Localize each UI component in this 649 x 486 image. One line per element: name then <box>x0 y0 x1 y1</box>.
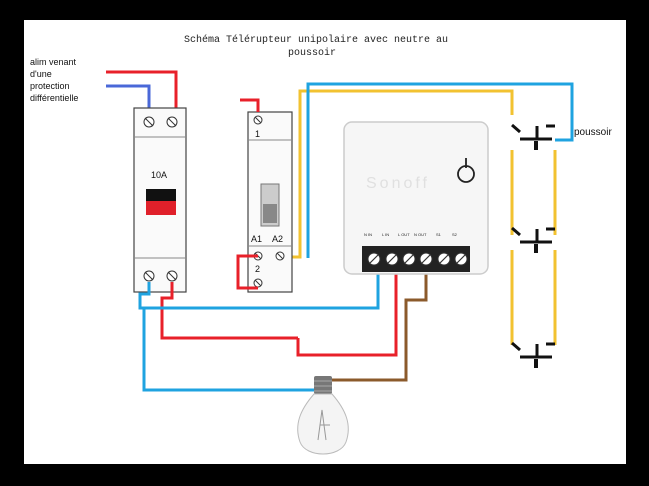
pushbutton-circuit <box>285 89 557 345</box>
pushbutton-label: poussoir <box>574 127 612 138</box>
supply-label-line1: alim venant <box>30 57 77 67</box>
pushbutton-feed-wire <box>285 89 514 259</box>
impulse-relay: 1 A1 A2 2 <box>247 111 293 293</box>
terminal-label-lin: L IN <box>382 232 389 237</box>
terminal-label-nin: N IN <box>364 232 372 237</box>
supply-label-line3: protection <box>30 81 70 91</box>
pushbutton-1 <box>511 123 555 150</box>
terminal-label-nout: N OUT <box>414 232 427 237</box>
phase-to-lin-wire <box>296 263 398 357</box>
pushbutton-3 <box>511 341 555 368</box>
supply-phase-wire <box>106 70 178 110</box>
sonoff-module: Sonoff N IN L IN L OUT N OUT S1 S2 <box>343 121 489 275</box>
phase-relay-loop <box>236 254 258 290</box>
supply-neutral-wire <box>106 84 151 110</box>
breaker-rating-label: 10A <box>151 170 167 180</box>
supply-label-line4: différentielle <box>30 93 78 103</box>
supply-label: alim venant d'une protection différentie… <box>30 57 78 103</box>
pushbutton-2 <box>511 226 555 253</box>
relay-terminal-a2: A2 <box>272 234 283 244</box>
terminal-label-s1: S1 <box>436 232 442 237</box>
pushbutton-neutral-wire <box>306 82 574 258</box>
phase-to-relay-wire <box>240 98 260 112</box>
neutral-to-lamp-wire <box>142 308 320 392</box>
neutral-to-module-wire <box>138 263 380 310</box>
relay-terminal-a1: A1 <box>251 234 262 244</box>
power-button-icon <box>457 158 475 183</box>
diagram-title-line1: Schéma Télérupteur unipolaire avec neutr… <box>184 34 448 46</box>
supply-label-line2: d'une <box>30 69 52 79</box>
relay-terminal-1: 1 <box>255 129 260 139</box>
lamp-return-wire <box>322 263 428 382</box>
terminal-label-s2: S2 <box>452 232 458 237</box>
supply-wires <box>106 70 178 110</box>
diagram-title-line2: poussoir <box>288 47 336 59</box>
module-terminal-labels: N IN L IN L OUT N OUT S1 S2 <box>364 232 458 237</box>
relay-terminal-2: 2 <box>255 264 260 274</box>
phase-wires <box>160 98 398 357</box>
module-brand: Sonoff <box>366 175 430 192</box>
phase-to-module-wire <box>160 282 298 340</box>
terminal-label-lout: L OUT <box>398 232 410 237</box>
light-bulb-icon <box>297 376 349 455</box>
circuit-breaker: 10A <box>133 107 187 293</box>
neutral-wires <box>138 263 380 392</box>
